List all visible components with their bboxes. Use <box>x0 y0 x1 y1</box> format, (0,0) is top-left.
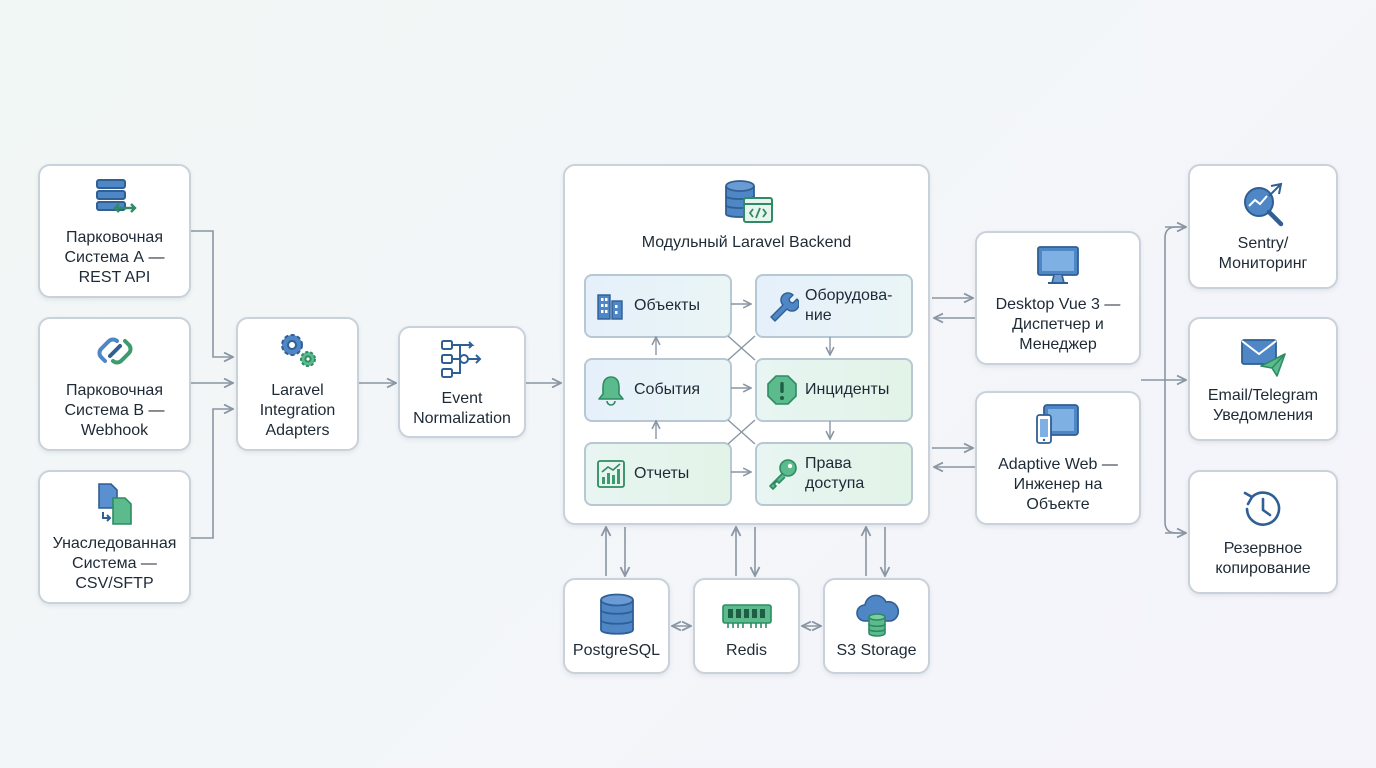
integration-adapters[interactable]: Laravel Integration Adapters <box>236 317 359 451</box>
postgresql-label: PostgreSQL <box>572 642 661 659</box>
source-a-label: Парковочная Система А — REST API <box>64 229 165 286</box>
web-client-label: Adaptive Web — Инженер на Объекте <box>998 456 1118 513</box>
flow-network-icon <box>438 335 486 383</box>
adapters-label: Laravel Integration Adapters <box>259 382 336 439</box>
devices-icon <box>1034 401 1082 449</box>
module-objects-label: Объекты <box>634 297 700 314</box>
alert-octagon-icon <box>765 373 799 407</box>
backup-label: Резервное копирование <box>1215 540 1311 577</box>
notifications-label: Email/Telegram Уведомления <box>1207 387 1319 424</box>
storage-s3[interactable]: S3 Storage <box>823 578 930 674</box>
monitor-icon <box>1034 241 1082 289</box>
bell-icon <box>594 373 628 407</box>
service-sentry[interactable]: Sentry/ Мониторинг <box>1188 164 1338 289</box>
source-b-label: Парковочная Система B — Webhook <box>64 382 165 439</box>
storage-redis[interactable]: Redis <box>693 578 800 674</box>
database-icon <box>593 591 641 639</box>
backup-clock-icon <box>1239 485 1287 533</box>
desktop-client-label: Desktop Vue 3 — Диспетчер и Менеджер <box>995 296 1121 353</box>
source-parking-system-a[interactable]: Парковочная Система А — REST API <box>38 164 191 298</box>
file-transfer-icon <box>91 480 139 528</box>
module-objects[interactable]: Объекты <box>584 274 732 338</box>
laravel-backend-container[interactable]: Модульный Laravel Backend Объекты Оборуд… <box>563 164 930 525</box>
module-events[interactable]: События <box>584 358 732 422</box>
mail-send-icon <box>1239 332 1287 380</box>
module-incidents[interactable]: Инциденты <box>755 358 913 422</box>
key-icon <box>765 457 799 491</box>
backend-title: Модульный Laravel Backend <box>641 234 852 251</box>
module-access-rights[interactable]: Права доступа <box>755 442 913 506</box>
module-events-label: События <box>634 381 701 398</box>
service-backup[interactable]: Резервное копирование <box>1188 470 1338 594</box>
gears-icon <box>274 327 322 375</box>
service-notifications[interactable]: Email/Telegram Уведомления <box>1188 317 1338 441</box>
storage-postgresql[interactable]: PostgreSQL <box>563 578 670 674</box>
module-equipment-label: Оборудова- ние <box>805 287 893 324</box>
sentry-label: Sentry/ Мониторинг <box>1218 234 1308 272</box>
source-parking-system-b[interactable]: Парковочная Система B — Webhook <box>38 317 191 451</box>
cloud-storage-icon <box>853 591 901 639</box>
source-c-label: Унаследованная Система — CSV/SFTP <box>52 535 177 592</box>
client-adaptive-web[interactable]: Adaptive Web — Инженер на Объекте <box>975 391 1141 525</box>
module-incidents-label: Инциденты <box>805 381 890 398</box>
server-sync-icon <box>91 174 139 222</box>
normalization-label: Event Normalization <box>413 390 511 427</box>
module-access-label: Права доступа <box>805 455 865 492</box>
event-normalization[interactable]: Event Normalization <box>398 326 526 438</box>
source-legacy-system[interactable]: Унаследованная Система — CSV/SFTP <box>38 470 191 604</box>
client-desktop-vue[interactable]: Desktop Vue 3 — Диспетчер и Менеджер <box>975 231 1141 365</box>
monitoring-search-icon <box>1239 180 1287 228</box>
module-equipment[interactable]: Оборудова- ние <box>755 274 913 338</box>
s3-label: S3 Storage <box>836 642 917 659</box>
memory-chip-icon <box>720 591 774 639</box>
wrench-icon <box>765 289 799 323</box>
link-chain-icon <box>91 327 139 375</box>
database-code-icon <box>722 178 776 226</box>
chart-report-icon <box>594 457 628 491</box>
buildings-icon <box>594 289 628 323</box>
redis-label: Redis <box>726 642 767 659</box>
module-reports-label: Отчеты <box>634 465 690 482</box>
module-reports[interactable]: Отчеты <box>584 442 732 506</box>
